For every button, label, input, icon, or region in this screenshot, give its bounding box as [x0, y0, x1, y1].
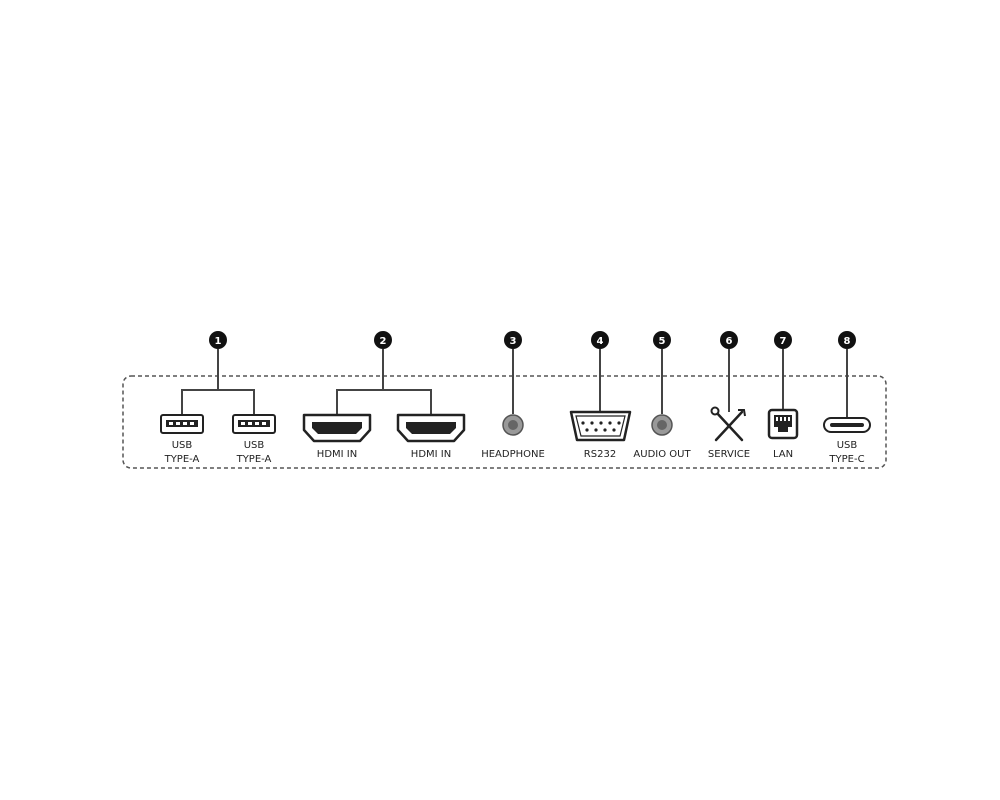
usb-a-icon [160, 414, 204, 434]
hdmi-2-label: HDMI IN [411, 449, 451, 460]
callout-6-number: 6 [726, 336, 733, 347]
lan-label: LAN [773, 449, 793, 460]
callout-3-number: 3 [510, 336, 517, 347]
rs232-label: RS232 [584, 449, 616, 460]
audio-jack-icon [502, 414, 524, 436]
audio-out-label: AUDIO OUT [633, 449, 691, 460]
callout-8-number: 8 [844, 336, 851, 347]
callout-1-number: 1 [215, 336, 222, 347]
callout-7-number: 7 [780, 336, 787, 347]
usb-c-icon [823, 417, 871, 433]
callout-6: 6 [720, 331, 738, 349]
usb-a-1-label-line1: USB [172, 440, 193, 451]
tools-icon [710, 406, 746, 442]
hdmi-icon [302, 413, 372, 443]
callout-1: 1 [209, 331, 227, 349]
callout-8: 8 [838, 331, 856, 349]
hdmi-1-label: HDMI IN [317, 449, 357, 460]
usb-c-label-line1: USB [837, 440, 858, 451]
usb-a-2-label-line1: USB [244, 440, 265, 451]
leader-lines [181, 349, 848, 418]
audio-jack-icon [651, 414, 673, 436]
headphone-label: HEADPHONE [481, 449, 545, 460]
panel-outline [122, 375, 887, 469]
callout-2-number: 2 [380, 336, 387, 347]
ethernet-icon [767, 408, 799, 440]
usb-a-1-label-line2: TYPE-A [164, 454, 200, 465]
usb-a-2-label-line2: TYPE-A [236, 454, 272, 465]
callout-5: 5 [653, 331, 671, 349]
usb-c-label-line2: TYPE-C [828, 454, 864, 465]
callout-4-number: 4 [597, 336, 604, 347]
service-label: SERVICE [708, 449, 750, 460]
callout-3: 3 [504, 331, 522, 349]
callout-4: 4 [591, 331, 609, 349]
hdmi-icon [396, 413, 466, 443]
callout-7: 7 [774, 331, 792, 349]
usb-a-icon [232, 414, 276, 434]
callout-5-number: 5 [659, 336, 666, 347]
callout-2: 2 [374, 331, 392, 349]
serial-port-icon [569, 410, 632, 442]
